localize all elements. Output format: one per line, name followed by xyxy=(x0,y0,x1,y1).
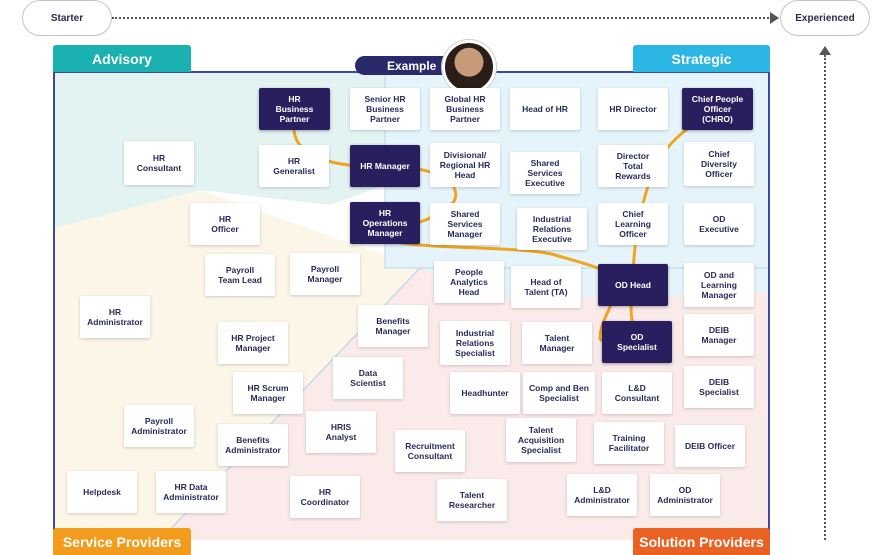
role-hr-coordinator: HR Coordinator xyxy=(290,476,360,518)
experienced-label: Experienced xyxy=(795,12,855,24)
role-people-analytics-head: People Analytics Head xyxy=(434,261,504,303)
role-payroll-manager: Payroll Manager xyxy=(290,253,360,295)
role-hr-data-administrator: HR Data Administrator xyxy=(156,471,226,513)
role-director-total-rewards: Director Total Rewards xyxy=(598,145,668,187)
arrow-up-icon xyxy=(819,46,831,55)
role-hr-manager: HR Manager xyxy=(350,145,420,187)
role-hr-scrum-manager: HR Scrum Manager xyxy=(233,372,303,414)
role-od-administrator: OD Administrator xyxy=(650,474,720,516)
role-deib-officer: DEIB Officer xyxy=(675,425,745,467)
role-chief-learning-officer: Chief Learning Officer xyxy=(598,203,668,245)
advisory-label: Advisory xyxy=(92,50,152,67)
role-hr-business-partner: HR Business Partner xyxy=(259,88,330,130)
role-hr-generalist: HR Generalist xyxy=(259,145,329,187)
role-talent-manager: Talent Manager xyxy=(522,322,592,364)
role-deib-manager: DEIB Manager xyxy=(684,314,754,356)
role-head-of-talent: Head of Talent (TA) xyxy=(511,266,581,308)
role-chief-diversity-officer: Chief Diversity Officer xyxy=(684,142,754,186)
role-ld-consultant: L&D Consultant xyxy=(602,372,672,414)
role-shared-services-manager: Shared Services Manager xyxy=(430,203,500,245)
experience-axis-vertical xyxy=(824,55,826,540)
role-divisional-regional-hr-head: Divisional/ Regional HR Head xyxy=(430,143,500,187)
role-hr-officer: HR Officer xyxy=(190,203,260,245)
role-shared-services-executive: Shared Services Executive xyxy=(510,152,580,194)
strategic-label: Strategic xyxy=(671,50,732,67)
role-hr-director: HR Director xyxy=(598,88,668,130)
role-hr-operations-manager: HR Operations Manager xyxy=(350,202,420,244)
role-od-head: OD Head xyxy=(598,264,668,306)
experienced-pill: Experienced xyxy=(780,0,870,36)
role-deib-specialist: DEIB Specialist xyxy=(684,366,754,408)
role-benefits-manager: Benefits Manager xyxy=(358,305,428,347)
role-talent-acquisition-specialist: Talent Acquisition Specialist xyxy=(506,418,576,462)
role-global-hr-business-partner: Global HR Business Partner xyxy=(430,88,500,130)
role-payroll-team-lead: Payroll Team Lead xyxy=(205,254,275,296)
role-industrial-relations-executive: Industrial Relations Executive xyxy=(517,208,587,250)
starter-pill: Starter xyxy=(22,0,112,36)
role-payroll-administrator: Payroll Administrator xyxy=(124,405,194,447)
role-hr-consultant: HR Consultant xyxy=(124,141,194,185)
strategic-tab: Strategic xyxy=(633,45,770,72)
role-ld-administrator: L&D Administrator xyxy=(567,474,637,516)
starter-label: Starter xyxy=(50,12,84,24)
role-helpdesk: Helpdesk xyxy=(67,471,137,513)
role-od-and-learning-manager: OD and Learning Manager xyxy=(684,263,754,307)
role-benefits-administrator: Benefits Administrator xyxy=(218,424,288,466)
example-avatar xyxy=(442,40,496,94)
role-senior-hr-business-partner: Senior HR Business Partner xyxy=(350,88,420,130)
advisory-tab: Advisory xyxy=(53,45,191,72)
role-comp-and-ben-specialist: Comp and Ben Specialist xyxy=(523,372,595,414)
role-od-specialist: OD Specialist xyxy=(602,321,672,363)
example-label: Example xyxy=(387,58,437,73)
role-headhunter: Headhunter xyxy=(450,372,520,414)
role-head-of-hr: Head of HR xyxy=(510,88,580,130)
experience-axis-horizontal xyxy=(112,17,772,19)
role-chief-people-officer: Chief People Officer (CHRO) xyxy=(682,88,753,130)
role-talent-researcher: Talent Researcher xyxy=(437,479,507,521)
role-data-scientist: Data Scientist xyxy=(333,357,403,399)
role-hris-analyst: HRIS Analyst xyxy=(306,411,376,453)
role-recruitment-consultant: Recruitment Consultant xyxy=(395,430,465,472)
role-hr-administrator: HR Administrator xyxy=(80,296,150,338)
role-training-facilitator: Training Facilitator xyxy=(594,422,664,464)
role-od-executive: OD Executive xyxy=(684,203,754,245)
arrow-right-icon xyxy=(770,12,779,24)
role-industrial-relations-specialist: Industrial Relations Specialist xyxy=(440,321,510,365)
role-hr-project-manager: HR Project Manager xyxy=(218,322,288,364)
